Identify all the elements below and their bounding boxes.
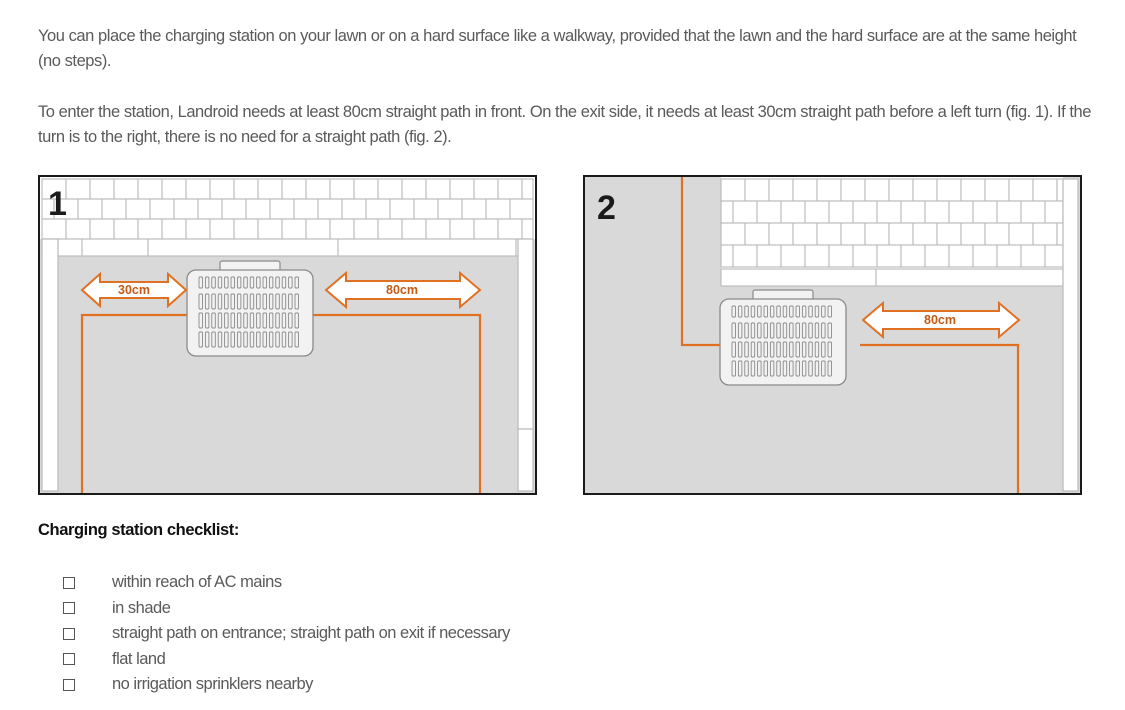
checklist-item-label: no irrigation sprinklers nearby xyxy=(112,675,313,694)
intro-paragraph-2: To enter the station, Landroid needs at … xyxy=(38,103,1091,146)
charging-station xyxy=(719,289,847,386)
entrance-dimension-arrow: 80cm xyxy=(861,300,1021,340)
mowing-path-line xyxy=(680,177,1020,493)
checklist-item-label: within reach of AC mains xyxy=(112,573,282,592)
paving-bricks xyxy=(40,177,535,257)
entrance-dimension-label: 80cm xyxy=(924,313,956,327)
checklist-item-label: flat land xyxy=(112,649,166,668)
checklist: within reach of AC mains in shade straig… xyxy=(63,570,510,698)
checklist-title: Charging station checklist: xyxy=(38,521,239,539)
figure-2-right-turn: 80cm 2 xyxy=(583,175,1082,495)
checkbox[interactable] xyxy=(63,678,75,691)
figure-1-left-turn: 30cm 80cm 1 xyxy=(38,175,537,495)
left-edging xyxy=(41,238,59,492)
checklist-item-label: in shade xyxy=(112,598,171,617)
checkbox[interactable] xyxy=(63,627,75,640)
checklist-item: in shade xyxy=(63,596,510,622)
checkbox[interactable] xyxy=(63,602,75,615)
checklist-item: within reach of AC mains xyxy=(63,570,510,596)
right-edging xyxy=(1062,178,1079,492)
figure-2-drawing: 80cm xyxy=(680,177,1079,493)
exit-dimension-label: 30cm xyxy=(118,283,150,297)
exit-dimension-arrow: 30cm xyxy=(80,271,188,309)
figure-number: 1 xyxy=(48,185,67,223)
figure-number: 2 xyxy=(597,189,616,227)
paving-bricks xyxy=(720,177,1064,287)
checklist-item: flat land xyxy=(63,647,510,673)
checklist-item: straight path on entrance; straight path… xyxy=(63,621,510,647)
checkbox[interactable] xyxy=(63,653,75,666)
mowing-path-line xyxy=(80,313,482,493)
checklist-item-label: straight path on entrance; straight path… xyxy=(112,624,510,643)
figure-1-drawing: 30cm 80cm xyxy=(40,177,535,493)
intro-paragraph-1: You can place the charging station on yo… xyxy=(38,27,1077,70)
charging-station xyxy=(186,260,314,357)
checkbox[interactable] xyxy=(63,576,75,589)
checklist-item: no irrigation sprinklers nearby xyxy=(63,672,510,698)
right-edging xyxy=(517,238,534,430)
entrance-dimension-label: 80cm xyxy=(386,283,418,297)
entrance-dimension-arrow: 80cm xyxy=(324,270,482,310)
